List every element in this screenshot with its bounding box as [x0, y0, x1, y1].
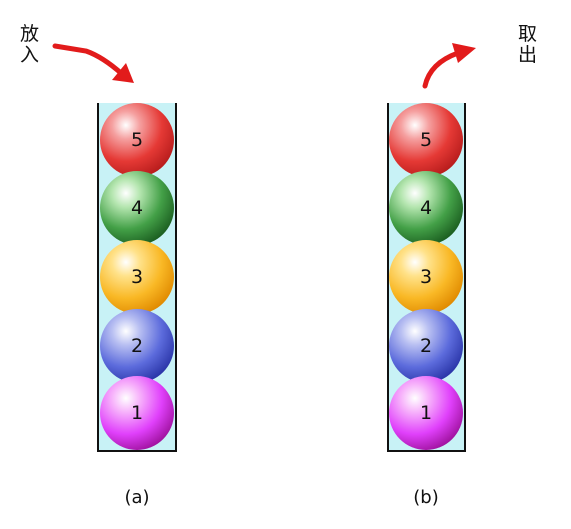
ball-2-right-label: 2: [420, 335, 432, 357]
push-arrow-icon: [52, 43, 134, 83]
ball-1-left: 1: [100, 376, 174, 450]
pop-label-char-2: 出: [518, 44, 537, 66]
ball-5-left-label: 5: [131, 129, 143, 151]
ball-3-right-label: 3: [420, 266, 432, 288]
ball-3-left: 3: [100, 240, 174, 314]
pop-label-char-1: 取: [518, 23, 537, 45]
push-label-char-1: 放: [20, 23, 39, 45]
ball-1-left-label: 1: [131, 402, 143, 424]
ball-4-right-label: 4: [420, 197, 432, 219]
ball-1-right: 1: [389, 376, 463, 450]
ball-4-left-label: 4: [131, 197, 143, 219]
caption-b: (b): [413, 487, 438, 508]
pop-arrow-icon: [422, 43, 476, 89]
ball-5-right-label: 5: [420, 129, 432, 151]
ball-4-left: 4: [100, 171, 174, 245]
left-panel: 放 入 5 4 3 2 1 (a): [20, 23, 177, 508]
right-panel: 取 出 5 4 3 2 1 (b): [387, 23, 537, 508]
ball-3-left-label: 3: [131, 266, 143, 288]
caption-a: (a): [124, 487, 149, 508]
ball-5-left: 5: [100, 103, 174, 177]
ball-2-left: 2: [100, 309, 174, 383]
ball-3-right: 3: [389, 240, 463, 314]
ball-5-right: 5: [389, 103, 463, 177]
ball-2-left-label: 2: [131, 335, 143, 357]
ball-1-right-label: 1: [420, 402, 432, 424]
ball-2-right: 2: [389, 309, 463, 383]
ball-4-right: 4: [389, 171, 463, 245]
push-label-char-2: 入: [20, 44, 39, 66]
